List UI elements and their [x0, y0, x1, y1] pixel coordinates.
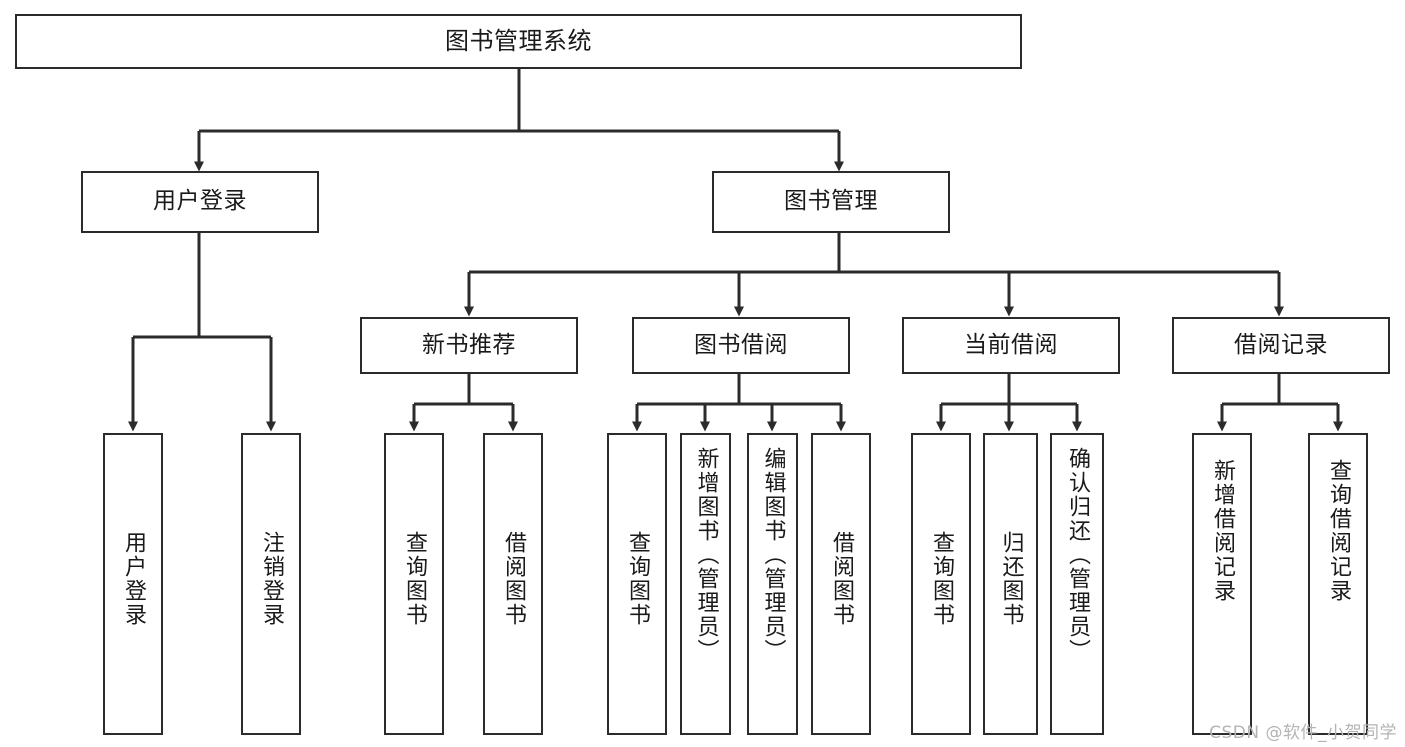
leaf-add-book-admin[interactable]: 新增图书（管理员）: [680, 433, 731, 735]
leaf-logout[interactable]: 注销登录: [241, 433, 301, 735]
node-book-borrow[interactable]: 图书借阅: [632, 317, 850, 374]
leaf-query-book-recommend[interactable]: 查询图书: [384, 433, 444, 735]
leaf-return-book[interactable]: 归还图书: [983, 433, 1038, 735]
node-new-book-recommend[interactable]: 新书推荐: [360, 317, 578, 374]
node-label: 新增借阅记录: [1210, 459, 1235, 603]
node-root-system[interactable]: 图书管理系统: [15, 14, 1022, 69]
leaf-edit-book-admin[interactable]: 编辑图书（管理员）: [747, 433, 798, 735]
node-label: 新书推荐: [422, 331, 516, 358]
node-label: 编辑图书（管理员）: [760, 447, 786, 663]
leaf-query-book-current[interactable]: 查询图书: [911, 433, 971, 735]
leaf-add-borrow-record[interactable]: 新增借阅记录: [1192, 433, 1252, 735]
node-book-management[interactable]: 图书管理: [712, 171, 950, 233]
leaf-query-book-borrow[interactable]: 查询图书: [607, 433, 667, 735]
node-label: 图书管理: [784, 188, 878, 215]
node-borrow-record[interactable]: 借阅记录: [1172, 317, 1390, 374]
node-label: 查询借阅记录: [1326, 459, 1351, 603]
leaf-confirm-return-admin[interactable]: 确认归还（管理员）: [1050, 433, 1104, 735]
node-current-borrow[interactable]: 当前借阅: [902, 317, 1120, 374]
leaf-user-login[interactable]: 用户登录: [103, 433, 163, 735]
node-label: 当前借阅: [964, 331, 1058, 358]
node-label: 查询图书: [625, 531, 650, 627]
node-label: 查询图书: [402, 531, 427, 627]
node-label: 归还图书: [998, 531, 1024, 627]
leaf-query-borrow-record[interactable]: 查询借阅记录: [1308, 433, 1368, 735]
node-user-login[interactable]: 用户登录: [81, 171, 319, 233]
node-label: 借阅图书: [501, 531, 526, 627]
leaf-borrow-book-recommend[interactable]: 借阅图书: [483, 433, 543, 735]
node-label: 确认归还（管理员）: [1065, 447, 1090, 663]
node-label: 新增图书（管理员）: [693, 447, 719, 663]
node-label: 注销登录: [259, 531, 284, 627]
node-label: 用户登录: [121, 531, 146, 627]
node-label: 借阅图书: [829, 531, 854, 627]
leaf-borrow-book[interactable]: 借阅图书: [811, 433, 871, 735]
node-label: 借阅记录: [1234, 331, 1328, 358]
node-label: 查询图书: [929, 531, 954, 627]
node-label: 图书管理系统: [445, 27, 592, 56]
node-label: 图书借阅: [694, 331, 788, 358]
node-label: 用户登录: [153, 188, 247, 215]
